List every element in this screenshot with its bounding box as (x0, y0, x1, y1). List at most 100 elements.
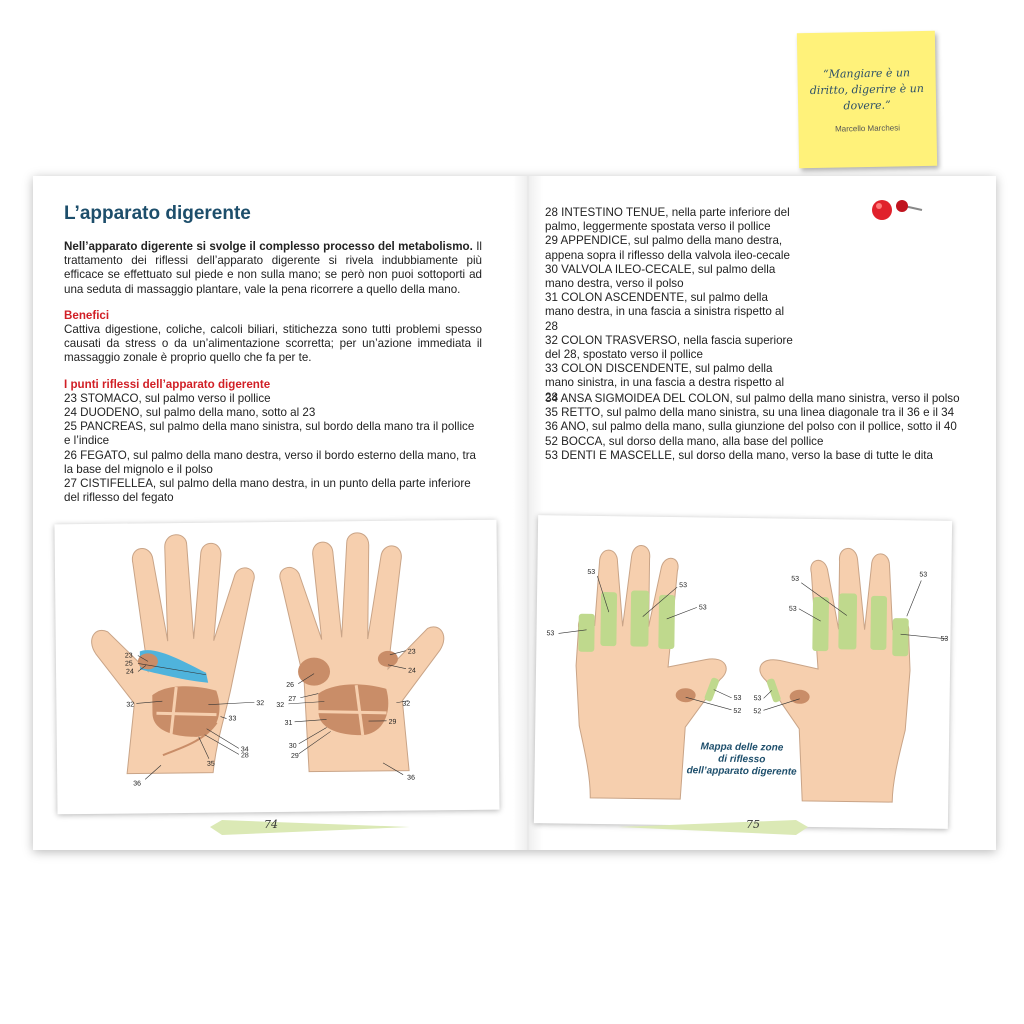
leader-line (204, 734, 240, 755)
label-35: 35 (207, 761, 215, 768)
leader-line (597, 575, 610, 613)
leader-line (906, 580, 922, 617)
intro-paragraph: Nell’apparato digerente si svolge il com… (64, 240, 482, 297)
point-item: 31 COLON ASCENDENTE, sul palmo della man… (545, 291, 785, 333)
page-number-left: 74 (264, 818, 278, 831)
page-number-band-right (618, 820, 808, 835)
leader-line (298, 731, 331, 755)
label-29: 29 (291, 753, 299, 760)
label-53: 53 (940, 636, 948, 643)
palm-illustration: 23 25 24 32 32 33 34 28 35 36 23 24 26 2… (54, 519, 500, 815)
label-53: 53 (587, 569, 595, 576)
leader-line (208, 701, 255, 706)
label-53: 53 (679, 582, 687, 589)
left-dorsal-hand (575, 545, 727, 800)
point-item: 34 ANSA SIGMOIDEA DEL COLON, sul palmo d… (545, 392, 960, 405)
point-item: 23 STOMACO, sul palmo verso il pollice (64, 391, 271, 405)
label-24: 24 (408, 668, 416, 675)
leader-line (642, 586, 678, 617)
leader-line (685, 696, 732, 711)
label-53: 53 (546, 630, 554, 637)
label-26: 26 (286, 682, 294, 689)
dorsal-hands-diagram: 53 53 53 53 53 52 53 53 53 53 53 52 Mapp… (546, 545, 948, 803)
label-52: 52 (753, 708, 761, 715)
label-32: 32 (402, 701, 410, 708)
point-item: 24 DUODENO, sul palmo della mano, sotto … (64, 406, 316, 420)
leader-line (137, 665, 147, 672)
leader-line (298, 727, 327, 745)
benefici-heading: Benefici (64, 308, 110, 322)
dorsal-illustration: 53 53 53 53 53 52 53 53 53 53 53 52 Mapp… (533, 515, 953, 829)
label-36: 36 (133, 780, 141, 787)
point-item: 30 VALVOLA ILEO-CECALE, sul palmo della … (545, 262, 776, 291)
label-25: 25 (125, 661, 133, 668)
map-caption-line3: dell’apparato digerente (687, 765, 798, 778)
sticky-note: “Mangiare è un diritto, digerire è un do… (796, 30, 938, 169)
left-palm (91, 534, 255, 775)
leader-line (900, 633, 947, 640)
leader-line (206, 728, 240, 749)
right-palm (279, 532, 445, 773)
points-heading: I punti riflessi dell’apparato digerente (64, 377, 271, 391)
label-53: 53 (734, 695, 742, 702)
leader-line (763, 698, 800, 711)
label-53: 53 (754, 695, 762, 702)
label-32: 32 (256, 700, 264, 707)
label-23: 23 (125, 653, 133, 660)
page-title: L’apparato digerente (64, 203, 251, 224)
label-31: 31 (285, 720, 293, 727)
leader-line (137, 655, 149, 662)
leader-line (713, 689, 732, 699)
label-53: 53 (699, 604, 707, 611)
label-30: 30 (289, 743, 297, 750)
point-item: 29 APPENDICE, sul palmo della mano destr… (545, 234, 790, 262)
label-53: 53 (789, 606, 797, 613)
leader-line (382, 762, 404, 775)
leader-line (137, 663, 207, 676)
note-quote: “Mangiare è un diritto, digerire è un do… (809, 66, 924, 113)
label-23: 23 (408, 649, 416, 656)
leader-line (666, 607, 698, 620)
label-33: 33 (229, 715, 237, 722)
benefici-text: Cattiva digestione, coliche, calcoli bil… (64, 323, 482, 365)
point-item: 32 COLON TRASVERSO, nella fascia superio… (545, 333, 793, 362)
intro-bold: Nell’apparato digerente si svolge il com… (64, 240, 473, 253)
leader-line (798, 608, 821, 622)
label-28: 28 (241, 752, 249, 759)
label-32: 32 (126, 701, 134, 708)
leader-line (389, 650, 406, 656)
right-text-column-bottom: 34 ANSA SIGMOIDEA DEL COLON, sul palmo d… (545, 392, 965, 463)
label-34: 34 (241, 746, 249, 753)
leader-line (396, 700, 409, 704)
leader-line (298, 673, 315, 685)
palm-hands-diagram: 23 25 24 32 32 33 34 28 35 36 23 24 26 2… (91, 532, 445, 788)
point-item: 33 COLON DISCENDENTE, sul palmo della ma… (545, 362, 785, 404)
label-53: 53 (791, 576, 799, 583)
leader-line (558, 629, 587, 634)
left-text-column: Nell’apparato digerente si svolge il com… (64, 240, 482, 505)
label-24: 24 (126, 668, 134, 675)
label-52: 52 (733, 708, 741, 715)
leader-line (294, 719, 327, 723)
intro-rest: Il trattamento dei riflessi dell’apparat… (64, 240, 482, 296)
point-item: 26 FEGATO, sul palmo della mano destra, … (64, 448, 476, 476)
leader-line (387, 664, 407, 669)
page-number-right: 75 (746, 818, 760, 831)
point-item: 52 BOCCA, sul dorso della mano, alla bas… (545, 434, 824, 448)
push-pin-icon (872, 200, 923, 220)
leader-line (198, 736, 210, 759)
point-item: 35 RETTO, sul palmo della mano sinistra,… (545, 406, 955, 420)
point-item: 25 PANCREAS, sul palmo della mano sinist… (64, 420, 475, 448)
point-item: 27 CISTIFELLEA, sul palmo della mano des… (64, 477, 471, 505)
leader-line (763, 690, 772, 699)
note-author: Marcello Marchesi (834, 123, 901, 134)
point-item: 36 ANO, sul palmo della mano, sulla giun… (545, 420, 957, 434)
point-item: 28 INTESTINO TENUE, nella parte inferior… (545, 206, 790, 234)
leader-line (220, 716, 227, 719)
leader-line (288, 701, 325, 705)
label-29: 29 (389, 719, 397, 726)
leader-line (136, 700, 163, 704)
leader-line (144, 764, 162, 780)
page-number-band-left (210, 820, 410, 835)
map-caption-line1: Mappa delle zone (700, 741, 783, 753)
